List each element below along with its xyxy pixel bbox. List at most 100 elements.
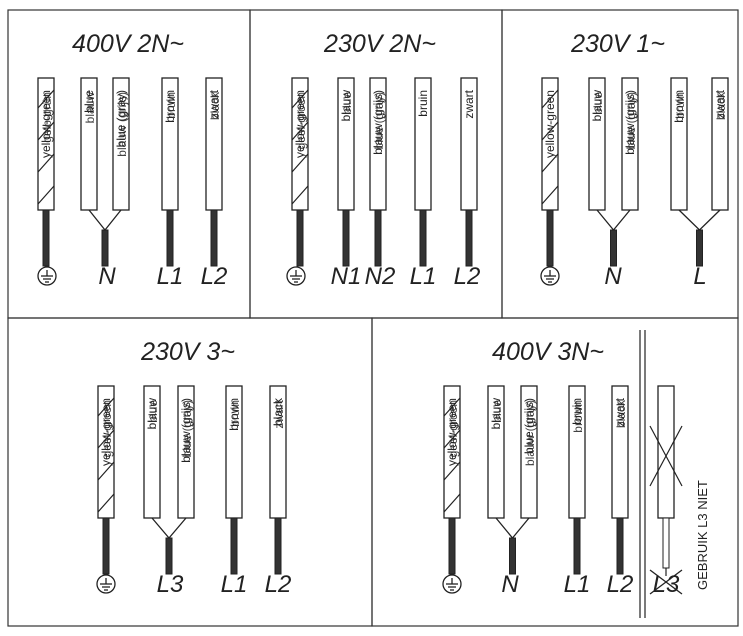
wire-core [616,517,624,575]
wire-conductor: zwart [460,77,478,267]
wire-label: blauw [489,398,503,430]
wire-label: blauw (grijs) [371,90,385,155]
earth-symbol [540,266,560,286]
wire-label-overlap: bruin [673,92,687,119]
wire-label-overlap: blue [490,400,504,423]
wire-pair-join [495,517,530,575]
wire-label-overlap: bruin [228,400,242,427]
cross-line-2 [649,425,683,487]
wire-conductor: bruin [414,77,432,267]
wire-pair-join [88,209,122,267]
wire-core [662,517,670,569]
wire-label: black [271,397,285,426]
earth-stripe [291,185,309,205]
wire-core [419,209,427,267]
wire-label: bruin [570,398,584,425]
wire-core [342,209,350,267]
wire-core [42,209,50,267]
earth-stripe [37,153,55,173]
pair-junction [495,517,530,540]
wire-label-overlap: blue (gray) [180,400,194,457]
earth-symbol [96,574,116,594]
earth-circle [96,574,116,594]
earth-stripe [541,185,559,205]
wire-core [374,209,382,267]
wire-label-overlap: blue [591,92,605,115]
terminal-label: N [501,571,519,598]
wire-label-overlap: blauw [83,92,97,124]
wire-conductor: blauw (grijs)blue (gray) [369,77,387,267]
wire-label-overlap: geel-groen [294,92,308,149]
wire-label: yellow-green [99,398,113,466]
wire-label-overlap: geel-groen [100,400,114,457]
wire-label-overlap: blue (gray) [372,92,386,149]
wire-label: yellow-green [445,398,459,466]
wire-core [274,517,282,575]
earth-symbol [37,266,57,286]
wire-label: brown [672,90,686,123]
pair-junction [596,209,631,232]
wire-conductor: blauw (grijs)blue (gray) [177,385,195,519]
pair-junction [88,209,122,232]
terminal-label: L1 [410,263,437,290]
wire-conductor: blue (gray)blauw (grijs) [112,77,130,211]
wire-core [546,209,554,267]
earth-stripe [97,429,115,449]
wire-label-overlap: blue [340,92,354,115]
panel-title: 400V 2N~ [72,30,184,58]
strike-line [649,569,683,595]
wire-label: blauw [339,90,353,122]
wire-label-overlap: blue [146,400,160,423]
wire-core [509,537,516,575]
wire-label: brown [163,90,177,123]
wire-pair-join [596,209,631,267]
terminal-label: L1 [221,571,248,598]
earth-stripe [291,89,309,109]
panel-title: 230V 2N~ [323,30,436,58]
wire-label-overlap: blauw (gray) [523,400,537,466]
wire-label-overlap: black [208,91,222,120]
terminal-label: N1 [331,263,362,290]
wire-conductor [649,385,683,576]
wire-core [210,209,218,267]
earth-stripe [291,121,309,141]
terminal-label: N [98,263,116,290]
wire-label: yellow-green [543,90,557,158]
earth-stripe [541,89,559,109]
wire-core [465,209,473,267]
wire-label: zwart [713,89,727,118]
earth-stripe [443,493,461,513]
earth-stripe [443,461,461,481]
wire-label: blauw (grijs) [623,90,637,155]
earth-circle [286,266,306,286]
wire-conductor: blauw (grijs)blue (gray) [621,77,639,211]
wire-label-overlap: blauw (grijs) [115,92,129,157]
wire-label-overlap: geel-groen [446,400,460,457]
wire-core [102,517,110,575]
wire-core [610,229,617,267]
wire-label-overlap: gelb-grün [40,92,54,143]
wire-label: blue [82,90,96,113]
earth-stripe [97,461,115,481]
terminal-label: L1 [564,571,591,598]
wire-jacket [657,385,675,519]
wire-label: zwart [613,397,627,426]
terminal-label: L [693,263,706,290]
wire-label-overlap: zwart [272,399,286,428]
